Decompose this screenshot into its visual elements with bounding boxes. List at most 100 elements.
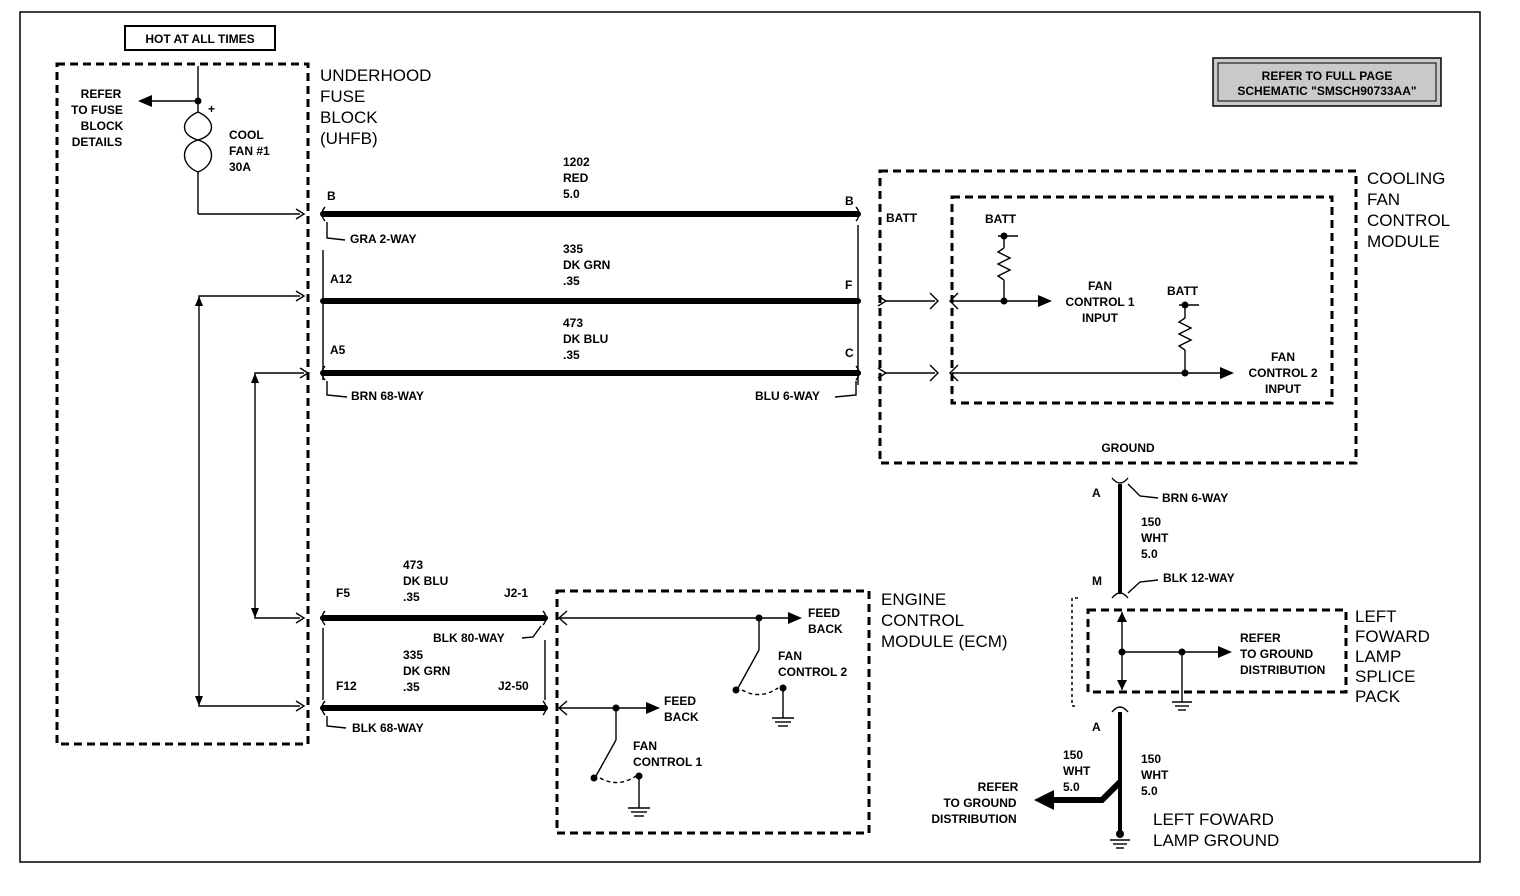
ecm-fan-control-2-circuit — [557, 610, 802, 727]
svg-text:FAN: FAN — [633, 739, 657, 753]
wire-grn-color: DK GRN — [563, 258, 610, 272]
svg-text:LEFT FOWARD: LEFT FOWARD — [1153, 810, 1274, 829]
pin-b-left: B — [327, 189, 336, 203]
svg-text:REFER: REFER — [81, 87, 122, 101]
fan2-pullup-resistor — [1177, 301, 1199, 373]
svg-text:FEED: FEED — [664, 694, 696, 708]
pin-j2-1: J2-1 — [504, 586, 528, 600]
pin-f12: F12 — [336, 679, 357, 693]
svg-text:CONTROL: CONTROL — [881, 611, 964, 630]
svg-text:BLOCK: BLOCK — [320, 108, 378, 127]
uhfb-box — [55, 62, 310, 746]
wire-left-label: 150 WHT 5.0 — [1063, 748, 1091, 794]
refer-schematic-line1: REFER TO FULL PAGE — [1262, 69, 1393, 83]
wire-ecm-grn-color: DK GRN — [403, 664, 450, 678]
ecm-label: ENGINE CONTROL MODULE (ECM) — [881, 590, 1008, 651]
ecm-feed-back-lower-label: FEED BACK — [664, 694, 699, 724]
svg-text:INPUT: INPUT — [1265, 382, 1302, 396]
pin-c: C — [845, 346, 854, 360]
svg-text:CONTROL 2: CONTROL 2 — [778, 665, 847, 679]
cfcm-box — [878, 169, 1358, 465]
brn-6-way-connector: BRN 6-WAY — [1162, 491, 1228, 505]
svg-text:FAN #1: FAN #1 — [229, 144, 270, 158]
svg-text:5.0: 5.0 — [1063, 780, 1080, 794]
splice-pack-label: LEFT FOWARD LAMP SPLICE PACK — [1355, 607, 1430, 706]
wire-red-color: RED — [563, 171, 589, 185]
cool-fan-fuse: + — [138, 66, 306, 220]
svg-text:+: + — [208, 102, 215, 116]
svg-text:TO FUSE: TO FUSE — [71, 103, 123, 117]
wire-ecm-blu-circuit: 473 — [403, 558, 423, 572]
cool-fan-fuse-label: COOL FAN #1 30A — [229, 128, 270, 174]
ecm-fan-control-1-circuit — [557, 700, 660, 817]
wire-red-circuit: 1202 — [563, 155, 590, 169]
wire-top-circuit: 150 — [1141, 515, 1161, 529]
svg-text:30A: 30A — [229, 160, 251, 174]
fan1-pullup-resistor — [996, 232, 1018, 301]
ecm-box — [555, 589, 871, 835]
ground-wire-150-wht — [1111, 477, 1159, 599]
splice-pack-bracket — [1071, 597, 1078, 707]
wire-473-dk-blu — [320, 225, 861, 398]
ecm-fan-control-2-label: FAN CONTROL 2 — [778, 649, 847, 679]
lamp-ground-label: LEFT FOWARD LAMP GROUND — [1153, 810, 1279, 850]
refer-ground-distribution-label: REFER TO GROUND DISTRIBUTION — [931, 780, 1018, 826]
wire-red-gauge: 5.0 — [563, 187, 580, 201]
svg-text:COOLING: COOLING — [1367, 169, 1445, 188]
svg-text:FAN: FAN — [1271, 350, 1295, 364]
cfcm-inner-box — [950, 195, 1334, 405]
fan1-batt-label: BATT — [985, 212, 1017, 226]
svg-text:DETAILS: DETAILS — [72, 135, 122, 149]
pin-a12: A12 — [330, 272, 352, 286]
refer-schematic-box[interactable]: REFER TO FULL PAGE SCHEMATIC "SMSCH90733… — [1212, 57, 1442, 107]
wire-grn-circuit: 335 — [563, 242, 583, 256]
diagram-frame — [19, 11, 1481, 863]
pin-b-right: B — [845, 194, 854, 208]
splice-refer-ground-label: REFER TO GROUND DISTRIBUTION — [1240, 631, 1325, 677]
svg-text:BACK: BACK — [808, 622, 843, 636]
fan2-batt-label: BATT — [1167, 284, 1199, 298]
svg-text:DISTRIBUTION: DISTRIBUTION — [1240, 663, 1325, 677]
cfcm-batt-label: BATT — [886, 211, 918, 225]
wire-1202-red — [320, 206, 861, 241]
wire-right-label: 150 WHT 5.0 — [1141, 752, 1169, 798]
pin-j2-50: J2-50 — [498, 679, 529, 693]
cfcm-label: COOLING FAN CONTROL MODULE — [1367, 169, 1450, 251]
wire-ecm-335-dk-grn — [320, 700, 548, 729]
wire-blu-gauge: .35 — [563, 348, 580, 362]
blk-12-way-connector: BLK 12-WAY — [1163, 571, 1235, 585]
svg-text:5.0: 5.0 — [1141, 784, 1158, 798]
svg-text:LAMP: LAMP — [1355, 647, 1401, 666]
svg-text:PACK: PACK — [1355, 687, 1401, 706]
svg-text:WHT: WHT — [1141, 768, 1169, 782]
svg-text:UNDERHOOD: UNDERHOOD — [320, 66, 431, 85]
svg-text:(UHFB): (UHFB) — [320, 129, 378, 148]
svg-text:TO GROUND: TO GROUND — [943, 796, 1016, 810]
pin-a5: A5 — [330, 343, 346, 357]
wire-grn-gauge: .35 — [563, 274, 580, 288]
blk-80-way-connector: BLK 80-WAY — [433, 631, 505, 645]
svg-text:BLOCK: BLOCK — [81, 119, 124, 133]
svg-text:DISTRIBUTION: DISTRIBUTION — [931, 812, 1016, 826]
svg-text:150: 150 — [1141, 752, 1161, 766]
uhfb-label: UNDERHOOD FUSE BLOCK (UHFB) — [320, 66, 431, 148]
svg-text:WHT: WHT — [1063, 764, 1091, 778]
pin-f: F — [845, 278, 852, 292]
svg-text:REFER: REFER — [978, 780, 1019, 794]
refer-schematic-line2: SCHEMATIC "SMSCH90733AA" — [1237, 84, 1416, 98]
svg-text:SPLICE: SPLICE — [1355, 667, 1415, 686]
fan-control-1-input-label: FAN CONTROL 1 INPUT — [1065, 279, 1134, 325]
wire-top-gauge: 5.0 — [1141, 547, 1158, 561]
svg-text:CONTROL 1: CONTROL 1 — [1065, 295, 1134, 309]
svg-text:FAN: FAN — [1367, 190, 1400, 209]
hot-at-all-times-box — [124, 25, 276, 51]
svg-text:CONTROL 2: CONTROL 2 — [1248, 366, 1317, 380]
svg-text:LAMP GROUND: LAMP GROUND — [1153, 831, 1279, 850]
blu-6-way-connector: BLU 6-WAY — [755, 389, 820, 403]
svg-text:CONTROL 1: CONTROL 1 — [633, 755, 702, 769]
wire-ecm-blu-gauge: .35 — [403, 590, 420, 604]
svg-text:FAN: FAN — [1088, 279, 1112, 293]
ecm-fan-control-1-label: FAN CONTROL 1 — [633, 739, 702, 769]
svg-text:CONTROL: CONTROL — [1367, 211, 1450, 230]
